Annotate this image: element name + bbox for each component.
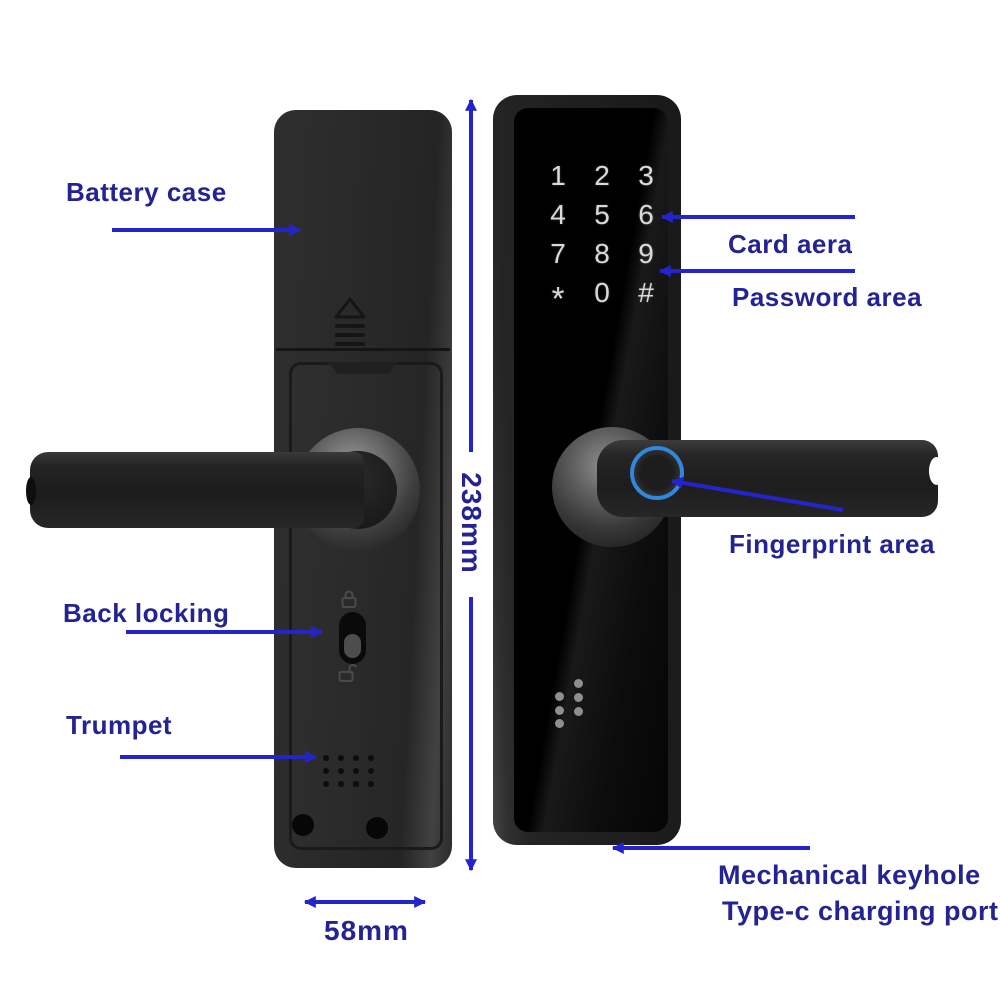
front-handle-groove [929,457,944,485]
speaker-hole [352,767,359,774]
fingerprint-area-label: Fingerprint area [729,529,935,559]
indicator-dot [555,719,564,728]
speaker-hole [352,754,359,761]
speaker-hole [352,780,359,787]
speaker-hole [367,754,374,761]
keypad-key: 8 [594,237,610,269]
lock-icon [341,590,357,608]
password-area-label: Password area [732,282,923,312]
unlock-icon [338,663,358,682]
speaker-hole [337,754,344,761]
back-locking-toggle-knob [344,634,361,658]
screw-hole [292,814,314,836]
keypad-key: 7 [550,237,566,269]
fingerprint-sensor [630,446,684,500]
card-area-label: Card aera [728,229,853,259]
keypad-key: 9 [638,237,654,269]
password-keypad: 1 2 3 4 5 6 7 8 9 * 0 # [536,156,668,317]
keypad-key: * [551,279,565,317]
indicator-dot [574,707,583,716]
keypad-key: 6 [638,198,654,230]
fingerprint-area-arrow [670,476,844,512]
mechanical-keyhole-label: Mechanical keyhole [718,860,981,890]
speaker-hole [337,767,344,774]
trumpet-label: Trumpet [66,710,173,740]
back-handle-groove [26,477,36,505]
battery-case-label: Battery case [66,177,227,207]
speaker-hole [322,754,329,761]
back-locking-label: Back locking [63,598,230,628]
indicator-dot [555,706,564,715]
battery-cover-seam [276,348,450,351]
keypad-key: 3 [638,159,654,191]
indicator-dot [574,679,583,688]
speaker-hole [337,780,344,787]
indicator-dot [574,693,583,702]
back-door-handle [30,452,364,528]
keypad-key: # [638,276,654,308]
keypad-key: 1 [550,159,566,191]
indicator-dot [555,692,564,701]
speaker-grille [318,751,380,793]
screw-hole [366,817,388,839]
lock-width-dimension: 58mm [324,915,409,946]
speaker-hole [367,767,374,774]
speaker-hole [322,780,329,787]
speaker-hole [322,767,329,774]
back-lock-panel-notch [328,362,398,374]
keypad-key: 5 [594,198,610,230]
type-c-charging-port-label: Type-c charging port [722,896,999,926]
keypad-key: 4 [550,198,566,230]
speaker-hole [367,780,374,787]
keypad-key: 0 [594,276,610,308]
keypad-key: 2 [594,159,610,191]
eject-icon [334,297,366,346]
